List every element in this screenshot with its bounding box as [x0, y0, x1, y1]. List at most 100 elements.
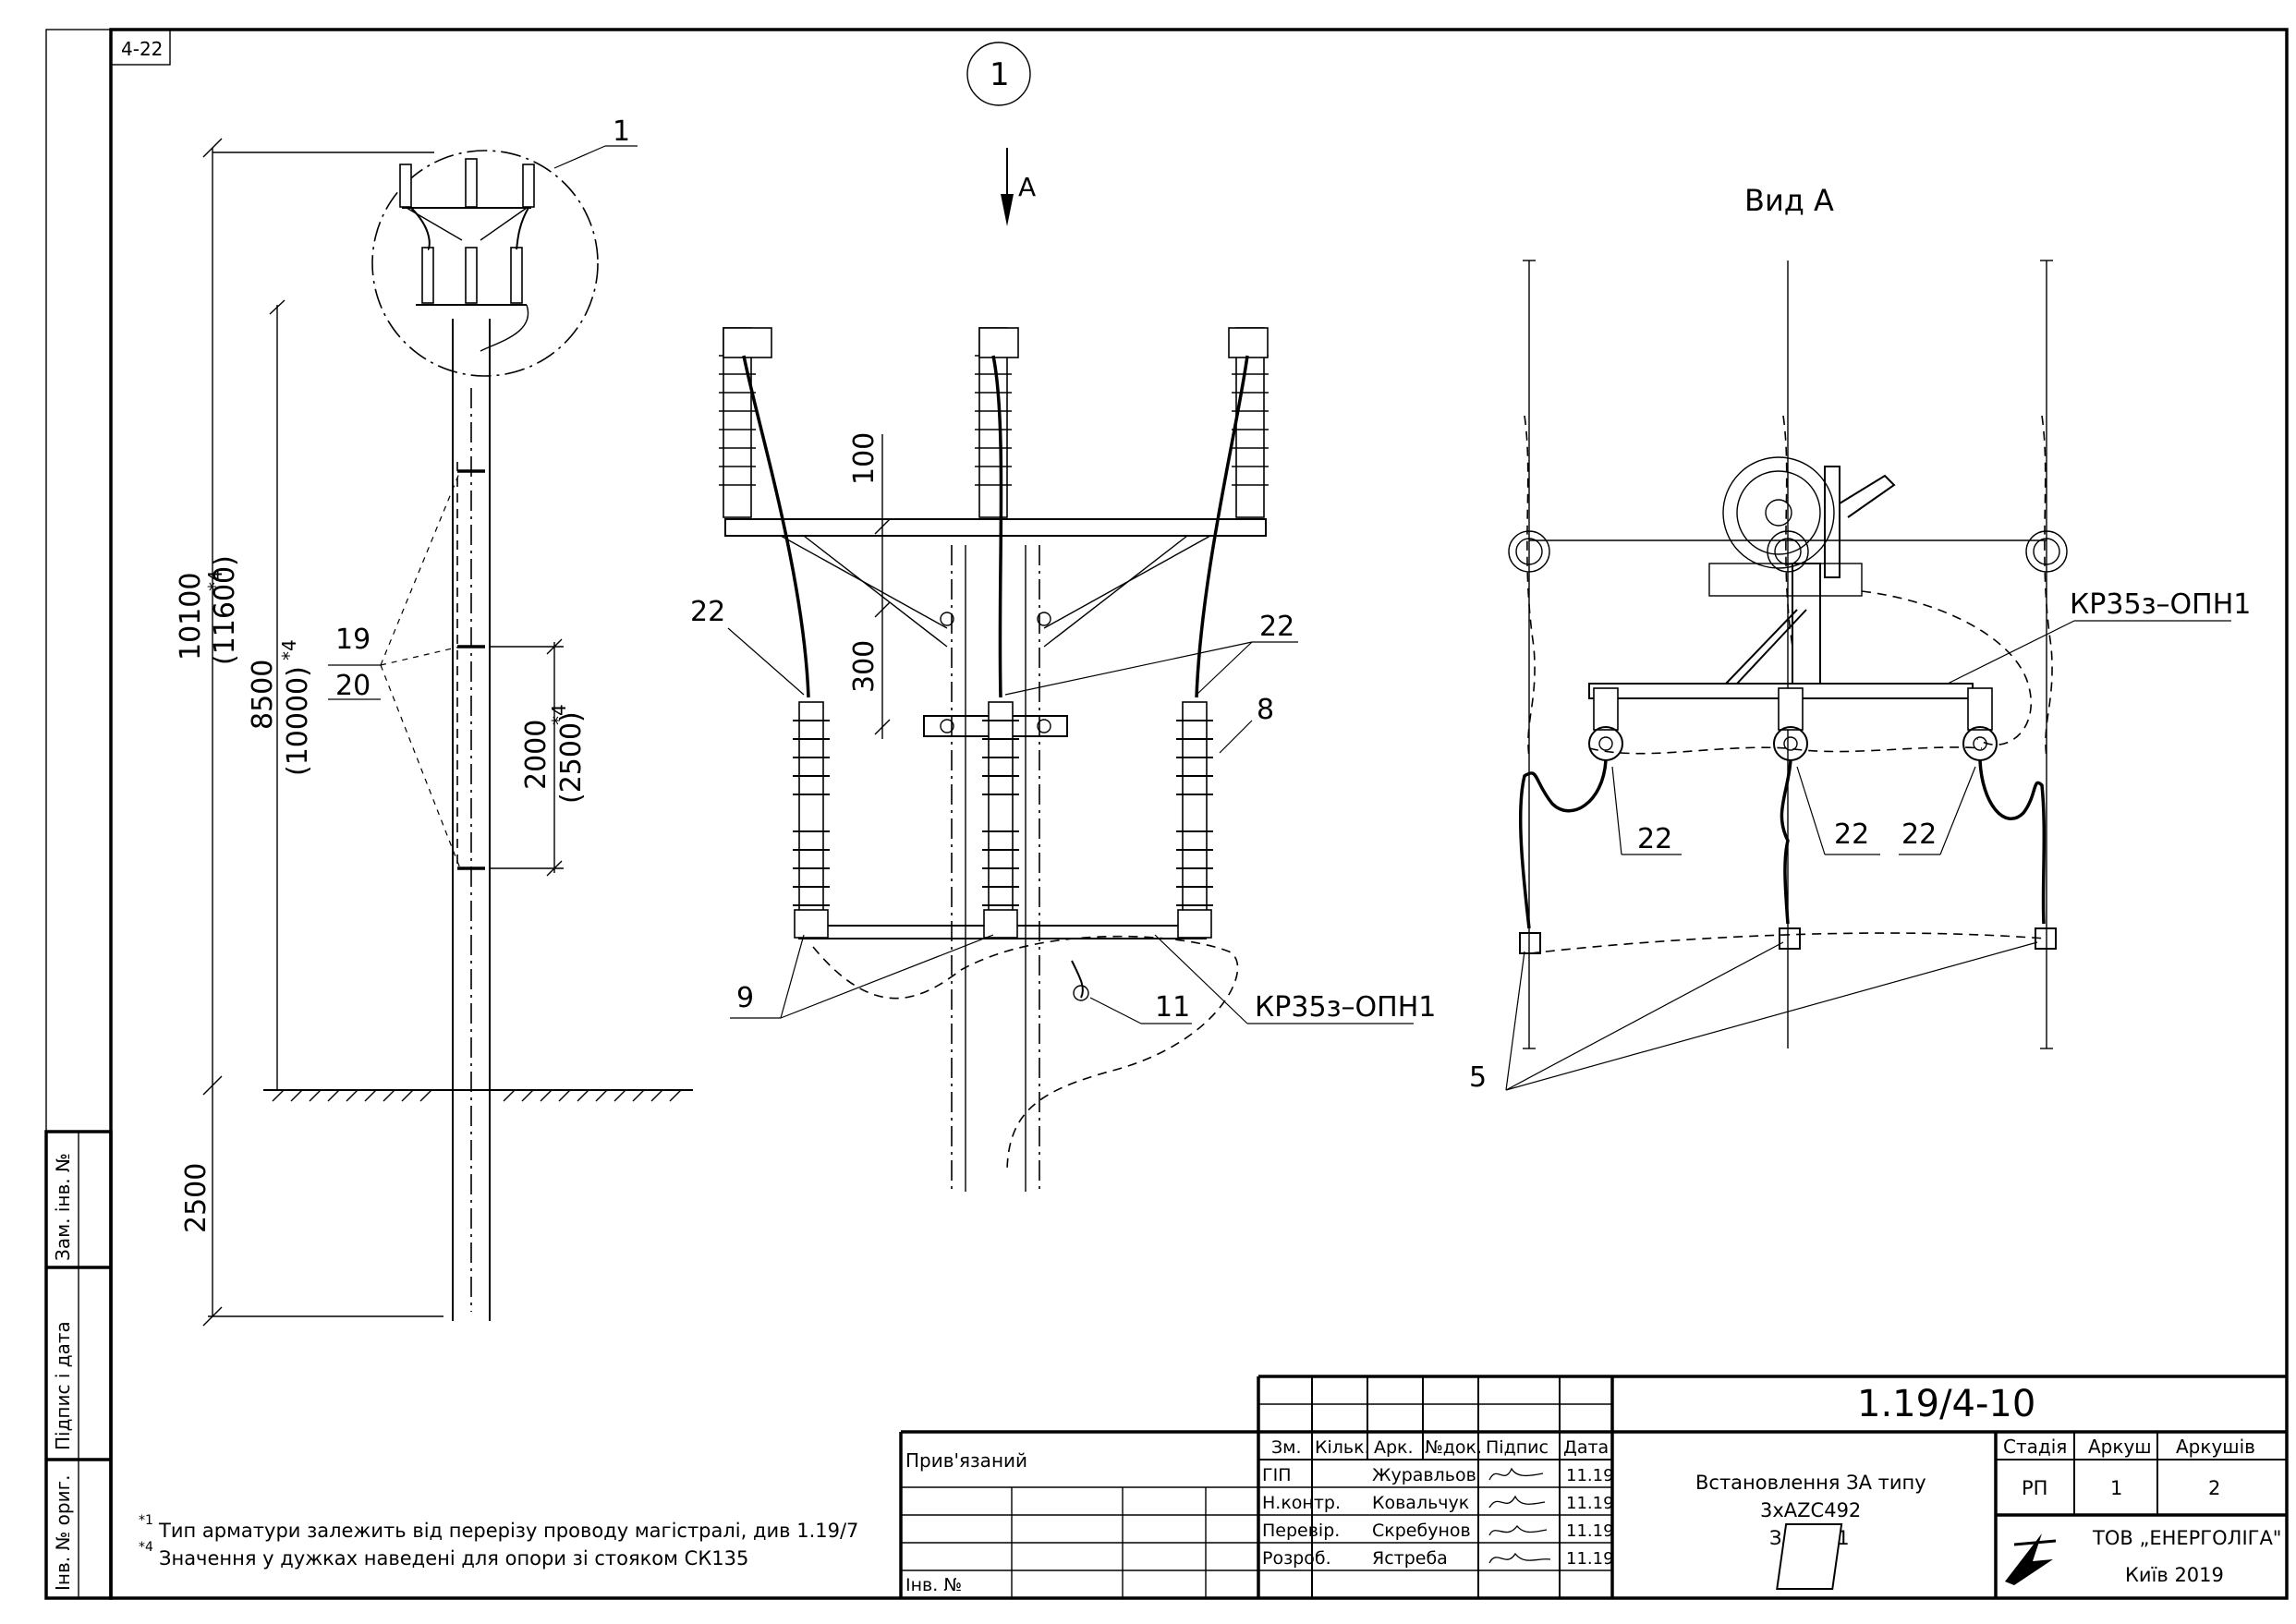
callout-1-label: 1 [613, 115, 630, 148]
callout-circle [966, 42, 1031, 106]
dim-total: 10100 [175, 573, 207, 661]
dim-above: 8500 [247, 660, 279, 730]
row1-date: 11.19 [1566, 1494, 1614, 1513]
signature-nkontr [1488, 1495, 1546, 1509]
hdr-kilk: Кільк. [1315, 1437, 1370, 1458]
dim-underground: 2500 [180, 1163, 213, 1233]
hdr-data: Дата [1563, 1437, 1609, 1458]
insulator-mini-1 [399, 164, 434, 304]
row0-date: 11.19 [1566, 1466, 1614, 1485]
row2-name: Скребунов [1372, 1521, 1471, 1541]
row3-name: Ястреба [1372, 1548, 1448, 1569]
pidpys-data-label: Підпис і дата [52, 1321, 74, 1450]
title-line2: 3хAZC492 [1760, 1499, 1861, 1521]
note4-text: Значення у дужках наведені для опори зі … [159, 1547, 748, 1569]
hdr-pidpys: Підпис [1486, 1437, 1549, 1458]
upper-insulator-left [719, 327, 772, 518]
row0-name: Журавльов [1372, 1465, 1476, 1485]
label-22-a: 22 [1637, 823, 1672, 855]
sheet-value: 1 [2110, 1477, 2122, 1499]
side-stamp: Зам. інв. № Підпис і дата Інв. № ориг. [44, 1130, 113, 1600]
inv-orig-label: Інв. № ориг. [52, 1475, 74, 1591]
sheets-value: 2 [2208, 1477, 2220, 1499]
row0-role: ГІП [1262, 1465, 1291, 1485]
note1-text: Тип арматури залежить від перерізу прово… [158, 1520, 858, 1542]
label-5: 5 [1469, 1061, 1487, 1094]
row1-name: Ковальчук [1372, 1493, 1469, 1513]
notes: *1 Тип арматури залежить від перерізу пр… [139, 1513, 858, 1569]
title-line1: Встановлення ЗА типу [1695, 1472, 1926, 1494]
conductor-right [1195, 355, 1249, 698]
arrester-left [793, 701, 830, 939]
upper-insulator-centre [975, 327, 1019, 518]
row3-role: Розроб. [1262, 1548, 1331, 1569]
front-view: 1 A 100 300 [690, 42, 1436, 1192]
title-block: Прив'язаний Інв. № Зм. Кільк. Арк. №док.… [899, 1375, 2287, 1598]
stage-value: РП [2022, 1477, 2047, 1499]
view-a-insulator-right [1962, 687, 1998, 761]
row3-date: 11.19 [1566, 1549, 1614, 1569]
insulator-mini-3 [510, 164, 535, 304]
insulator-mini-2 [465, 158, 478, 304]
drawing-frame [109, 28, 2289, 1600]
hdr-dok: №док. [1425, 1437, 1482, 1458]
hdr-zm: Зм. [1271, 1437, 1302, 1458]
conductor-left [742, 355, 810, 698]
label-22-left: 22 [690, 596, 725, 628]
label-22-b: 22 [1834, 818, 1869, 851]
outer-border [45, 29, 2288, 1599]
detail-circle [371, 150, 599, 377]
sheet-code: 4-22 [121, 38, 163, 60]
note1-mark: *1 [139, 1513, 153, 1528]
dim-above-mark: *4 [278, 639, 300, 661]
view-a-insulator-left [1588, 687, 1623, 761]
label-11: 11 [1155, 991, 1190, 1024]
dim-total-alt: (11600) [209, 555, 241, 665]
pryviazanyi-label: Прив'язаний [905, 1449, 1027, 1472]
label-22-c: 22 [1901, 818, 1937, 851]
row2-date: 11.19 [1566, 1521, 1614, 1541]
signature-rozrob [1488, 1552, 1551, 1564]
label-19: 19 [335, 624, 371, 656]
doc-code: 1.19/4-10 [1857, 1383, 2035, 1425]
city-year: Київ 2019 [2125, 1564, 2224, 1586]
dim-above-alt: (10000) [282, 666, 314, 776]
dim-total-mark: *4 [204, 570, 226, 591]
company-name: ТОВ „ЕНЕРГОЛІГА" [2092, 1527, 2281, 1549]
dim-100: 100 [848, 432, 881, 485]
dim-spacing-mark: *4 [548, 704, 570, 725]
ground-hatch [272, 1089, 682, 1102]
label-9: 9 [736, 982, 754, 1014]
sheets-label: Аркушів [2176, 1436, 2255, 1458]
dim-spacing: 2000 [520, 720, 553, 790]
company-logo [1776, 1523, 2057, 1590]
zam-inv-label: Зам. інв. № [52, 1153, 74, 1261]
pole-elevation: 1 [175, 115, 693, 1327]
signature-perevir [1488, 1524, 1548, 1536]
sheet-label: Аркуш [2088, 1436, 2152, 1458]
signature-gip [1488, 1467, 1544, 1481]
label-20: 20 [335, 670, 371, 702]
stage-label: Стадія [2003, 1436, 2067, 1458]
dim-300: 300 [848, 640, 881, 693]
arrester-right [1176, 701, 1213, 939]
view-a-insulator-centre [1773, 687, 1808, 761]
view-a: Вид А [1469, 183, 2251, 1094]
view-a-title: Вид А [1744, 183, 1834, 218]
hdr-ark: Арк. [1374, 1437, 1414, 1458]
callout-number: 1 [990, 56, 1010, 93]
sheet-code-box [110, 29, 171, 66]
upper-insulator-right [1228, 327, 1269, 518]
label-kr-view-a: КР35з–ОПН1 [2070, 588, 2251, 621]
view-arrow-label: A [1018, 172, 1036, 202]
row2-role: Перевір. [1262, 1521, 1340, 1541]
conductor-centre [991, 355, 1003, 698]
label-kr-front: КР35з–ОПН1 [1255, 991, 1436, 1024]
label-8: 8 [1257, 694, 1274, 726]
inv-no-label: Інв. № [905, 1575, 962, 1595]
label-22-right: 22 [1259, 611, 1294, 643]
note4-mark: *4 [139, 1540, 153, 1555]
row1-role: Н.контр. [1262, 1493, 1341, 1513]
arrester-centre [982, 701, 1019, 939]
